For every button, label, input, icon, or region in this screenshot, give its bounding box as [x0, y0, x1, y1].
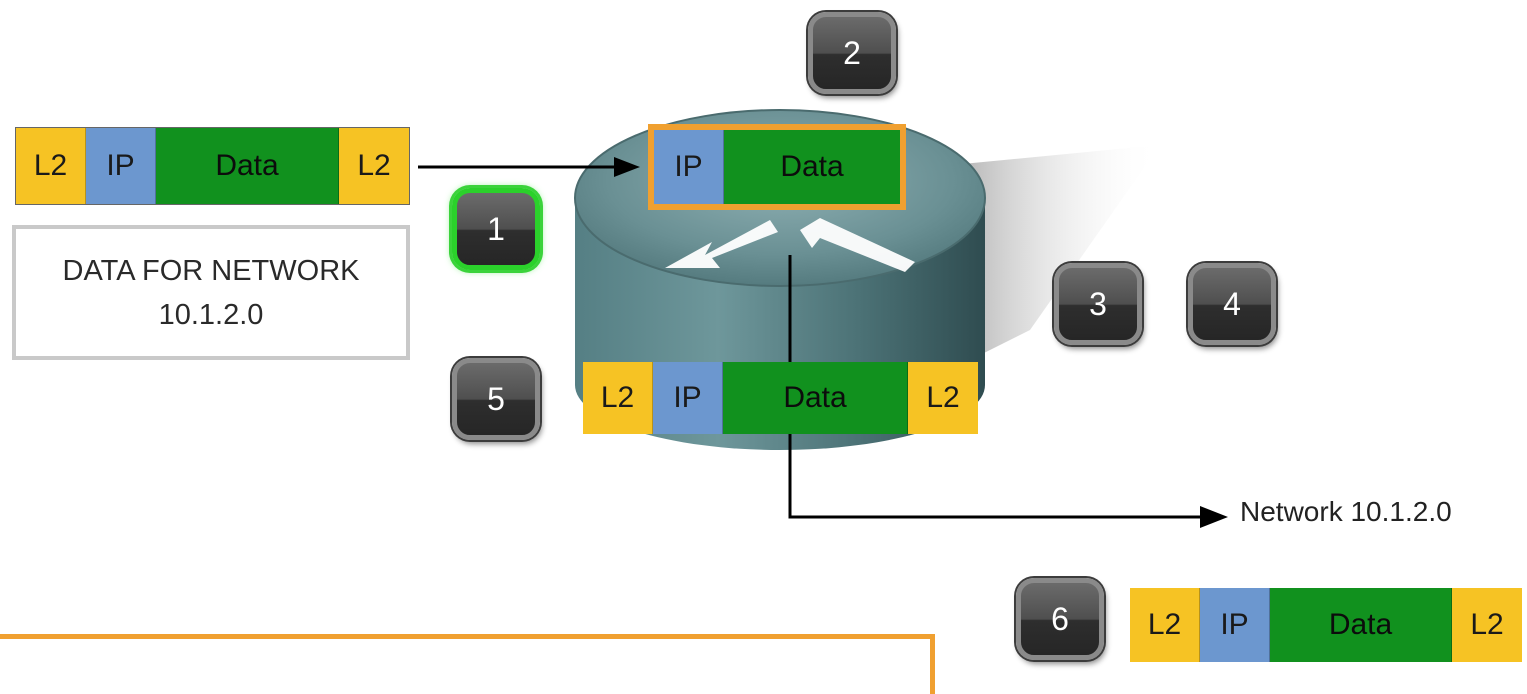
router-arrows-icon	[665, 218, 915, 272]
frame-ip-header: IP	[86, 128, 156, 204]
outgoing-arrow	[788, 255, 1205, 519]
decapsulated-packet: IP Data	[648, 124, 906, 210]
step-4-button[interactable]: 4	[1188, 263, 1276, 345]
frame-l2-header: L2	[1130, 588, 1200, 662]
step-1-button[interactable]: 1	[452, 188, 540, 270]
packet-data: Data	[724, 130, 900, 204]
destination-caption: DATA FOR NETWORK 10.1.2.0	[12, 225, 410, 360]
caption-line-1: DATA FOR NETWORK	[62, 254, 360, 287]
frame-l2-header: L2	[16, 128, 86, 204]
outgoing-frame: L2 IP Data L2	[1130, 588, 1522, 662]
frame-l2-trailer: L2	[1452, 588, 1522, 662]
frame-ip-header: IP	[1200, 588, 1270, 662]
network-label: Network 10.1.2.0	[1240, 496, 1452, 527]
incoming-frame: L2 IP Data L2	[15, 127, 410, 205]
step-6-button[interactable]: 6	[1016, 578, 1104, 660]
explanation-panel	[0, 634, 935, 694]
frame-data: Data	[156, 128, 339, 204]
packet-ip-header: IP	[654, 130, 724, 204]
frame-l2-trailer: L2	[339, 128, 409, 204]
step-5-button[interactable]: 5	[452, 358, 540, 440]
reencapsulated-frame: L2 IP Data L2	[583, 362, 978, 434]
caption-line-2: 10.1.2.0	[158, 298, 264, 331]
frame-data: Data	[1270, 588, 1452, 662]
step-2-button[interactable]: 2	[808, 12, 896, 94]
frame-l2-trailer: L2	[908, 362, 978, 434]
frame-l2-header: L2	[583, 362, 653, 434]
step-3-button[interactable]: 3	[1054, 263, 1142, 345]
frame-data: Data	[723, 362, 908, 434]
frame-ip-header: IP	[653, 362, 723, 434]
